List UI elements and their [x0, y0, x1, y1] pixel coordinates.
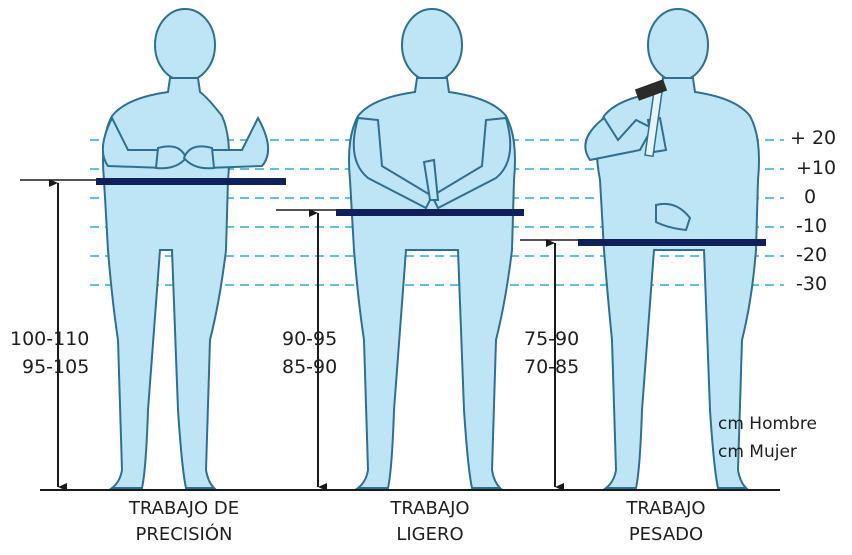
level-label-minus30: -30: [796, 273, 828, 295]
height-hombre-light: 90-95: [282, 328, 338, 350]
caption-precision-line1: TRABAJO DE: [128, 498, 240, 519]
level-label-zero: 0: [804, 186, 817, 208]
level-label-minus10: -10: [796, 215, 828, 237]
caption-light-line2: LIGERO: [396, 524, 464, 545]
caption-heavy-line2: PESADO: [628, 524, 704, 545]
work-surface-light: [336, 209, 524, 216]
height-hombre-heavy: 75-90: [524, 328, 580, 350]
height-mujer-heavy: 70-85: [524, 356, 580, 378]
work-surface-precision: [96, 178, 286, 185]
height-mujer-precision: 95-105: [22, 356, 90, 378]
caption-light-line1: TRABAJO: [390, 498, 470, 519]
level-label-plus10: +10: [796, 157, 837, 179]
level-label-plus20: + 20: [790, 127, 837, 149]
work-surface-heavy: [578, 239, 766, 246]
caption-heavy-line1: TRABAJO: [626, 498, 706, 519]
level-label-minus20: -20: [796, 244, 828, 266]
legend-mujer: cm Mujer: [718, 442, 797, 462]
figure-heavy-work: [584, 8, 760, 489]
figure-light-work: [348, 8, 516, 489]
figure-precision-work: [101, 8, 269, 489]
caption-precision-line2: PRECISIÓN: [135, 524, 233, 545]
hammer-icon: [634, 79, 668, 158]
height-hombre-precision: 100-110: [10, 328, 90, 350]
legend-hombre: cm Hombre: [718, 414, 817, 434]
height-mujer-light: 85-90: [282, 356, 338, 378]
